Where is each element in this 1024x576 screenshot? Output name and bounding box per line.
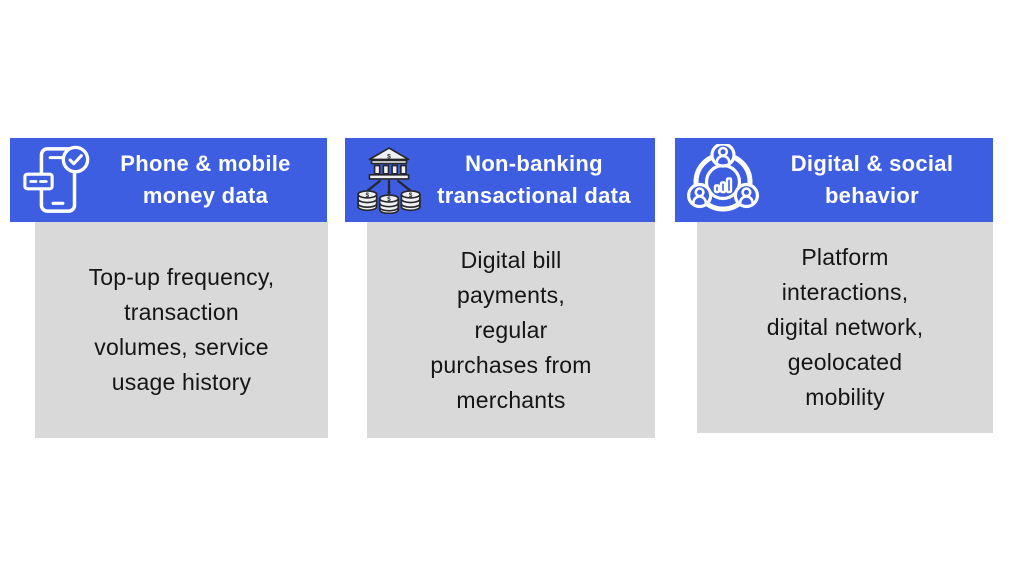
card-title: Non-banking transactional data	[421, 148, 647, 212]
card-body: Platform interactions, digital network, …	[697, 222, 993, 433]
body-line: interactions,	[781, 279, 909, 305]
body-line: digital network,	[766, 314, 924, 340]
title-line: Phone & mobile	[120, 151, 291, 176]
card-body: Top-up frequency, transaction volumes, s…	[35, 222, 328, 438]
title-line: transactional data	[437, 183, 631, 208]
title-line: Digital & social	[790, 151, 954, 176]
body-line: usage history	[111, 369, 252, 395]
card-title: Digital & social behavior	[759, 148, 985, 212]
body-line: volumes, service	[94, 334, 269, 360]
body-line: purchases from	[430, 351, 592, 378]
card-header: Digital & social behavior	[675, 138, 993, 222]
body-line: Platform	[801, 244, 889, 270]
card-digital-social-behavior: Digital & social behavior Platform inter…	[675, 138, 993, 433]
coin-dollar-glyph: $	[409, 192, 413, 199]
bank-distribution-icon: $	[357, 146, 421, 214]
title-line: money data	[142, 183, 269, 208]
body-line: geolocated	[787, 349, 903, 375]
bank-dollar-glyph: $	[387, 153, 391, 160]
phone-check-icon	[22, 144, 92, 216]
body-line: Top-up frequency,	[88, 264, 275, 290]
card-non-banking-transactional: $	[345, 138, 655, 438]
coin-stack: $	[357, 190, 378, 212]
body-line: mobility	[805, 384, 885, 410]
coin-dollar-glyph: $	[387, 196, 391, 203]
title-line: behavior	[824, 183, 920, 208]
card-body: Digital bill payments, regular purchases…	[367, 222, 655, 438]
coin-stack: $	[400, 190, 421, 212]
coin-stack: $	[378, 194, 400, 214]
card-title: Phone & mobile money data	[92, 148, 319, 212]
card-phone-mobile-money: Phone & mobile money data Top-up frequen…	[10, 138, 328, 438]
body-line: regular	[474, 316, 548, 343]
card-header: $	[345, 138, 655, 222]
title-line: Non-banking	[465, 151, 603, 176]
body-line: Digital bill	[460, 246, 562, 273]
body-line: merchants	[456, 386, 566, 413]
body-line: transaction	[124, 299, 239, 325]
coin-dollar-glyph: $	[366, 192, 370, 199]
body-line: payments,	[457, 281, 565, 308]
card-header: Phone & mobile money data	[10, 138, 327, 222]
social-network-icon	[687, 144, 759, 216]
